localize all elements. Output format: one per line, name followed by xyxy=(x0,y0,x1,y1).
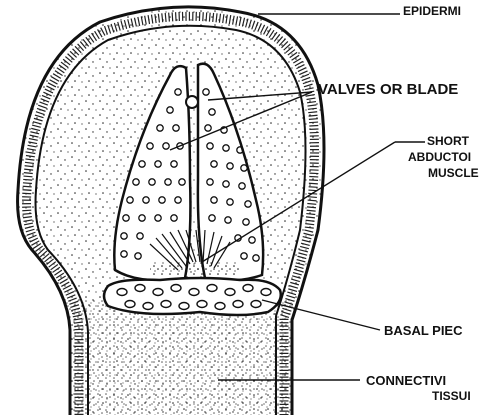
label-valves-or-blades: VALVES OR BLADE xyxy=(318,82,458,97)
label-muscle: MUSCLE xyxy=(428,166,479,181)
label-tissue: TISSUI xyxy=(432,389,471,404)
label-abductor: ABDUCTOI xyxy=(408,150,471,165)
label-short: SHORT xyxy=(427,134,469,149)
label-basal-piece: BASAL PIEC xyxy=(384,323,463,338)
basal-piece xyxy=(104,278,281,315)
label-epidermis: EPIDERMI xyxy=(403,4,461,19)
label-connective: CONNECTIVI xyxy=(366,373,446,388)
